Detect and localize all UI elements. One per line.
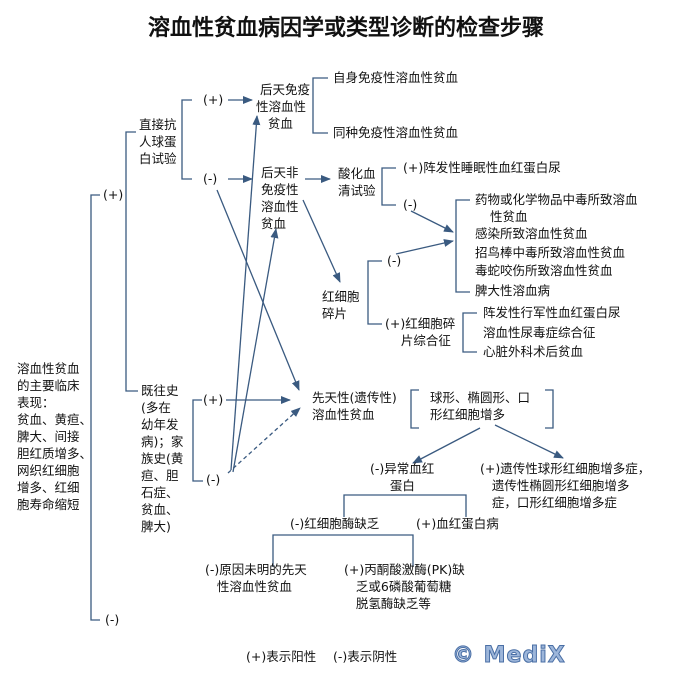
legend-positive: (+)表示阳性 (246, 649, 317, 664)
page-title: 溶血性贫血病因学或类型诊断的检查步骤 (147, 15, 544, 41)
root-clinical-features: 溶血性贫血 的主要临床 表现： 贫血、黄疸、 脾大、间接 胆红质增多、 网织红细… (17, 361, 93, 512)
fragment-item: 溶血性尿毒症综合征 (483, 325, 596, 340)
acid-negative: (-) (403, 197, 418, 212)
nonimmune-item: 性贫血 (490, 209, 528, 224)
label-negative: (-) (105, 612, 120, 627)
fragment-syndrome-node: (+)红细胞碎 片综合征 (385, 316, 456, 348)
pk-deficiency-node: (+)丙酮酸激酶(PK)缺 乏或6磷酸葡萄糖 脱氢酶缺乏等 (344, 562, 465, 611)
nonimmune-item: 毒蛇咬伤所致溶血性贫血 (475, 263, 613, 278)
acid-serum-test: 酸化血 清试验 (338, 166, 376, 198)
enzyme-split (272, 534, 414, 567)
fragments-bracket (367, 260, 382, 325)
morphology-right-bracket (545, 389, 554, 429)
label-positive: (+) (103, 187, 124, 202)
coombs-test: 直接抗 人球蛋 白试验 (139, 117, 177, 166)
coombs-positive: (+) (203, 92, 224, 107)
abnormal-hb-node: (-)异常血红 蛋白 (370, 461, 435, 493)
pos-bracket (125, 131, 138, 392)
unknown-congenital-node: (-)原因未明的先天 性溶血性贫血 (205, 562, 307, 594)
immune-bracket (312, 77, 328, 134)
fragment-item: 阵发性行军性血红蛋白尿 (483, 305, 621, 320)
arrow-to-fragments (302, 199, 341, 283)
acid-bracket (381, 167, 396, 206)
autoimmune-node: 自身免疫性溶血性贫血 (333, 70, 459, 85)
enzyme-deficiency-node: (-)红细胞酶缺乏 (290, 516, 380, 531)
hemoglobinopathy-node: (+)血红蛋白病 (416, 516, 499, 531)
history-positive: (+) (203, 392, 224, 407)
acquired-nonimmune-node: 后天非 免疫性 溶血性 贫血 (261, 165, 299, 231)
nonimmune-bracket (455, 199, 470, 293)
history-negative: (-) (206, 472, 221, 487)
arrow-fragments-neg (395, 239, 454, 255)
acquired-immune-node: 后天免疫 性溶血性 贫血 (256, 82, 310, 131)
arrow-to-abnormal-hb (412, 427, 481, 464)
arrow-history-neg-to-nonimmune (232, 228, 279, 473)
morphology-left-bracket (410, 389, 419, 429)
nonimmune-item: 感染所致溶血性贫血 (475, 226, 588, 241)
nonimmune-item: 脾大性溶血病 (475, 283, 551, 298)
arrow-acid-neg (410, 210, 454, 233)
fragments-node: 红细胞 碎片 (322, 289, 360, 321)
pnh-node: (+)阵发性睡眠性血红蛋白尿 (403, 160, 561, 175)
alloimmune-node: 同种免疫性溶血性贫血 (333, 125, 459, 140)
congenital-node: 先天性(遗传性) 溶血性贫血 (312, 390, 397, 422)
main-bracket (90, 194, 100, 621)
fragment-item: 心脏外科术后贫血 (483, 344, 584, 359)
arrow-history-neg-to-immune (230, 115, 261, 471)
medix-logo: © MediX (452, 643, 566, 669)
nonimmune-item: 招鸟棒中毒所致溶血性贫血 (475, 245, 626, 260)
arrow-to-hereditary (494, 424, 564, 459)
fragments-negative: (-) (387, 253, 402, 268)
morphology-node: 球形、椭圆形、口 形红细胞增多 (430, 390, 531, 422)
legend-negative: (-)表示阴性 (333, 649, 398, 664)
nonimmune-item: 药物或化学物品中毒所致溶血 (475, 192, 638, 207)
hereditary-shape-node: (+)遗传性球形红细胞增多症， 遗传性椭圆形红细胞增多 症，口形红细胞增多症 (480, 461, 651, 510)
arrow-history-neg-to-congenital (227, 407, 301, 474)
arrow-coombs-neg-to-congenital (216, 189, 300, 391)
coombs-bracket (181, 99, 192, 180)
history-bracket (192, 399, 203, 482)
history-node: 既往史 (多在 幼年发 病)；家 族史(黄 疸、胆 石症、 贫血、 脾大) (141, 383, 184, 534)
coombs-negative: (-) (203, 171, 218, 186)
fragment-syndrome-bracket (462, 312, 477, 353)
hb-split (343, 494, 467, 517)
